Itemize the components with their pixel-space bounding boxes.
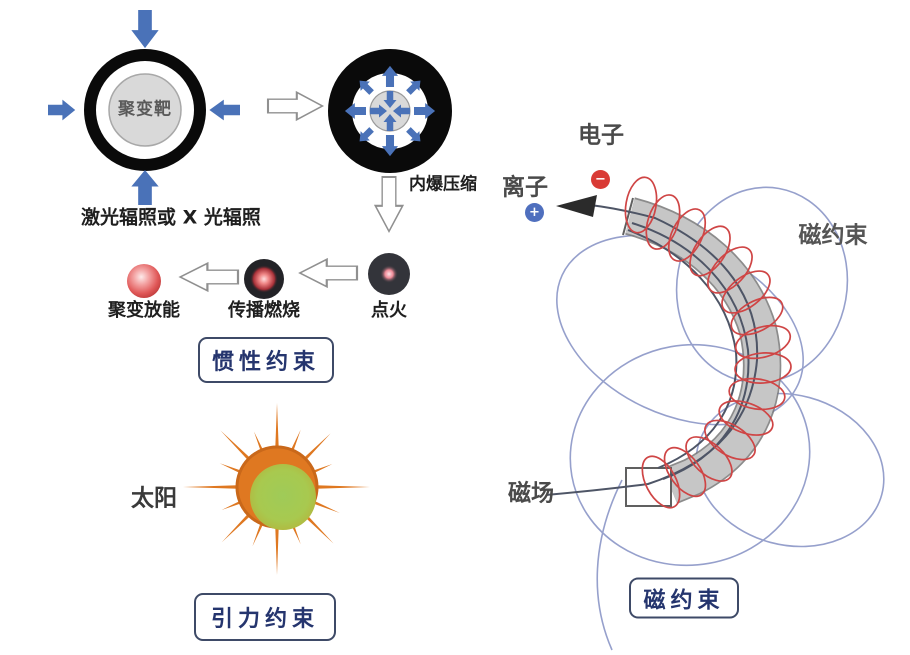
fusion-target-ring — [84, 49, 206, 171]
laser-arrow-top-icon — [131, 10, 159, 49]
helix-loop — [730, 296, 784, 336]
fusion-target-label: 聚变靶 — [118, 99, 172, 120]
energy-sphere — [127, 264, 161, 298]
laser-irradiation-label: 激光辐照或 X 光辐照 — [81, 206, 261, 229]
tube-top-edge — [622, 197, 634, 236]
laser-arrow-bottom-icon — [131, 169, 159, 205]
helix-loop — [663, 446, 707, 498]
tube-end-frame — [625, 467, 672, 507]
helix-loop — [689, 225, 731, 277]
helix-loop — [667, 208, 707, 262]
helix-loop — [704, 419, 756, 461]
magnetic-field-label: 磁场 — [508, 480, 554, 507]
helix-loop — [685, 436, 733, 482]
electron-particle-icon: − — [591, 170, 610, 189]
helix-loop — [641, 455, 681, 509]
field-line — [627, 229, 738, 469]
ion-direction-arrow-icon — [556, 195, 597, 217]
electron-label: 电子 — [578, 122, 624, 149]
plasma-tube — [622, 197, 782, 504]
flux-loop-tail — [596, 479, 623, 651]
helix-loop — [728, 377, 786, 411]
field-line — [631, 222, 750, 480]
magnetic-confinement-label: 磁约束 — [798, 222, 868, 249]
sun-core — [250, 464, 316, 530]
helix-loop — [734, 352, 792, 384]
magnetic-confinement-box: 磁约束 — [629, 577, 739, 619]
ion-particle-icon: + — [525, 203, 544, 222]
ignition-sphere — [368, 253, 410, 295]
laser-arrow-left-icon — [48, 99, 76, 121]
laser-arrow-right-icon — [209, 99, 240, 121]
burn-label: 传播燃烧 — [228, 300, 300, 321]
implosion-label: 内爆压缩 — [409, 174, 477, 195]
helix-loop — [624, 176, 658, 234]
burn-sphere — [244, 259, 284, 299]
stage-arrow-down-icon — [374, 175, 404, 233]
helix-loop — [718, 400, 774, 436]
gravitational-confinement-box: 引力约束 — [194, 593, 336, 641]
helix-loop — [721, 270, 771, 314]
flux-loop — [569, 343, 811, 567]
stage-arrow-left-icon — [179, 262, 240, 292]
ion-label: 离子 — [502, 174, 548, 201]
helix-loop — [707, 246, 753, 294]
helix-coil — [624, 176, 792, 509]
helix-loop — [645, 194, 681, 250]
helix-loop — [734, 324, 792, 360]
inertial-confinement-box: 惯性约束 — [198, 337, 334, 383]
energy-label: 聚变放能 — [108, 300, 180, 321]
stage-arrow-left-icon — [298, 258, 359, 288]
sun-label: 太阳 — [131, 485, 177, 512]
ignition-label: 点火 — [371, 300, 407, 321]
stage-arrow-right-icon — [266, 91, 324, 121]
target-core-circle — [108, 73, 182, 147]
